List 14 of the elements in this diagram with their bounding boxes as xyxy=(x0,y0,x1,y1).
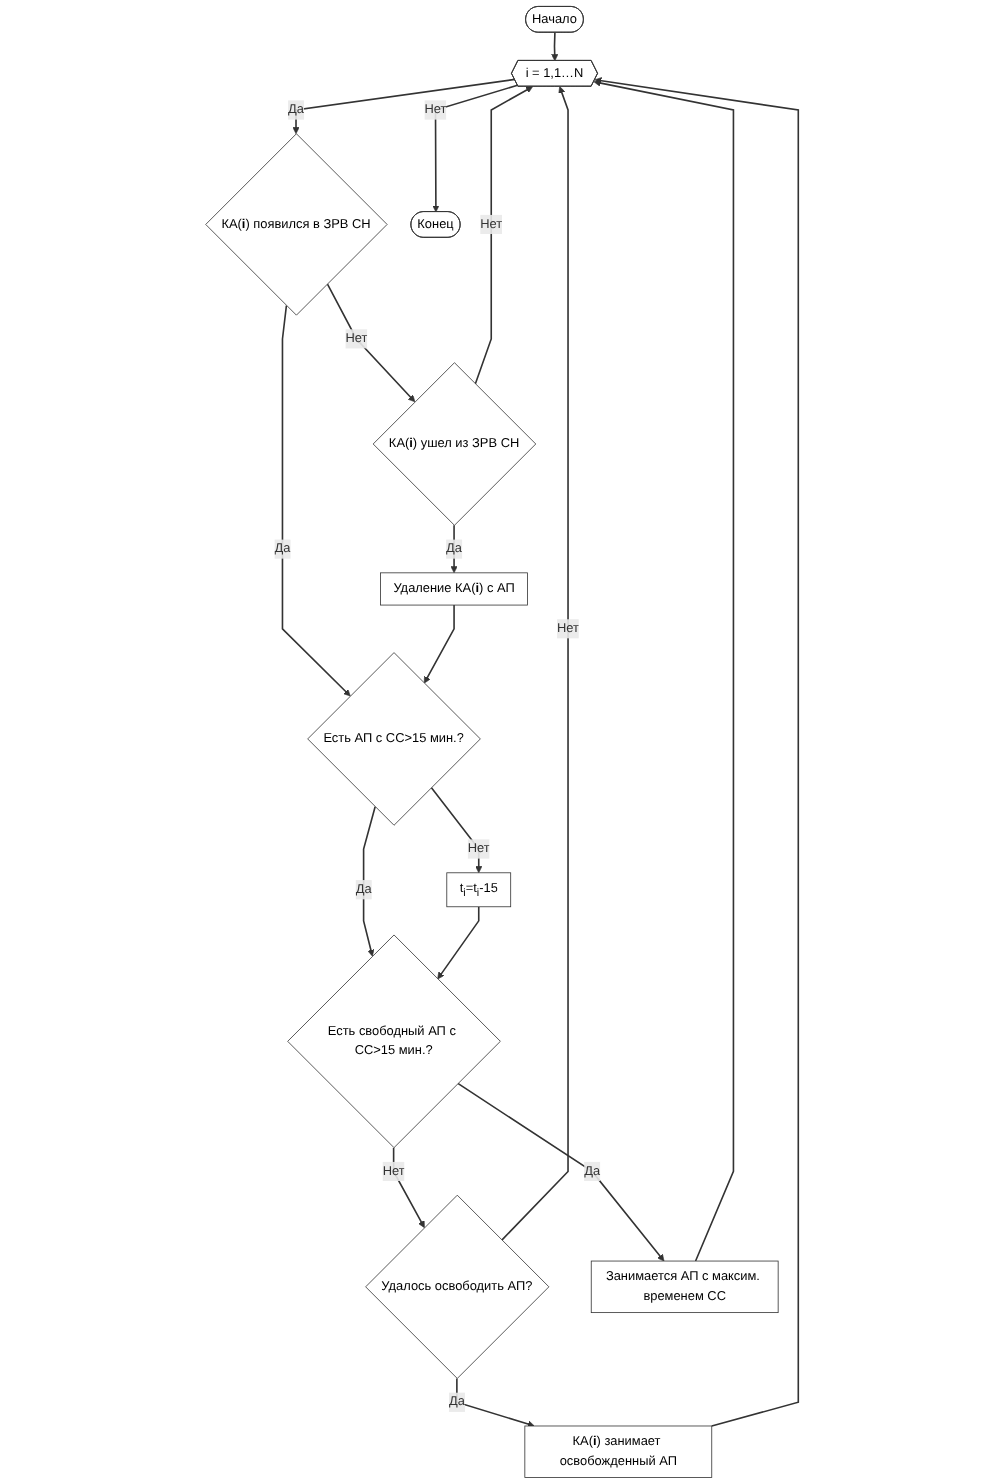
arrow xyxy=(437,905,480,980)
arrow xyxy=(292,78,516,135)
arrow xyxy=(432,84,519,213)
arrow xyxy=(501,86,569,1241)
arrow xyxy=(326,283,416,403)
arrow xyxy=(457,1082,665,1262)
arrow xyxy=(593,79,735,1262)
arrow xyxy=(594,77,800,1427)
arrow xyxy=(362,805,376,957)
arrow xyxy=(423,604,455,684)
arrow xyxy=(392,1146,425,1228)
arrow xyxy=(551,31,559,62)
arrow xyxy=(474,86,533,385)
arrow xyxy=(281,304,351,697)
